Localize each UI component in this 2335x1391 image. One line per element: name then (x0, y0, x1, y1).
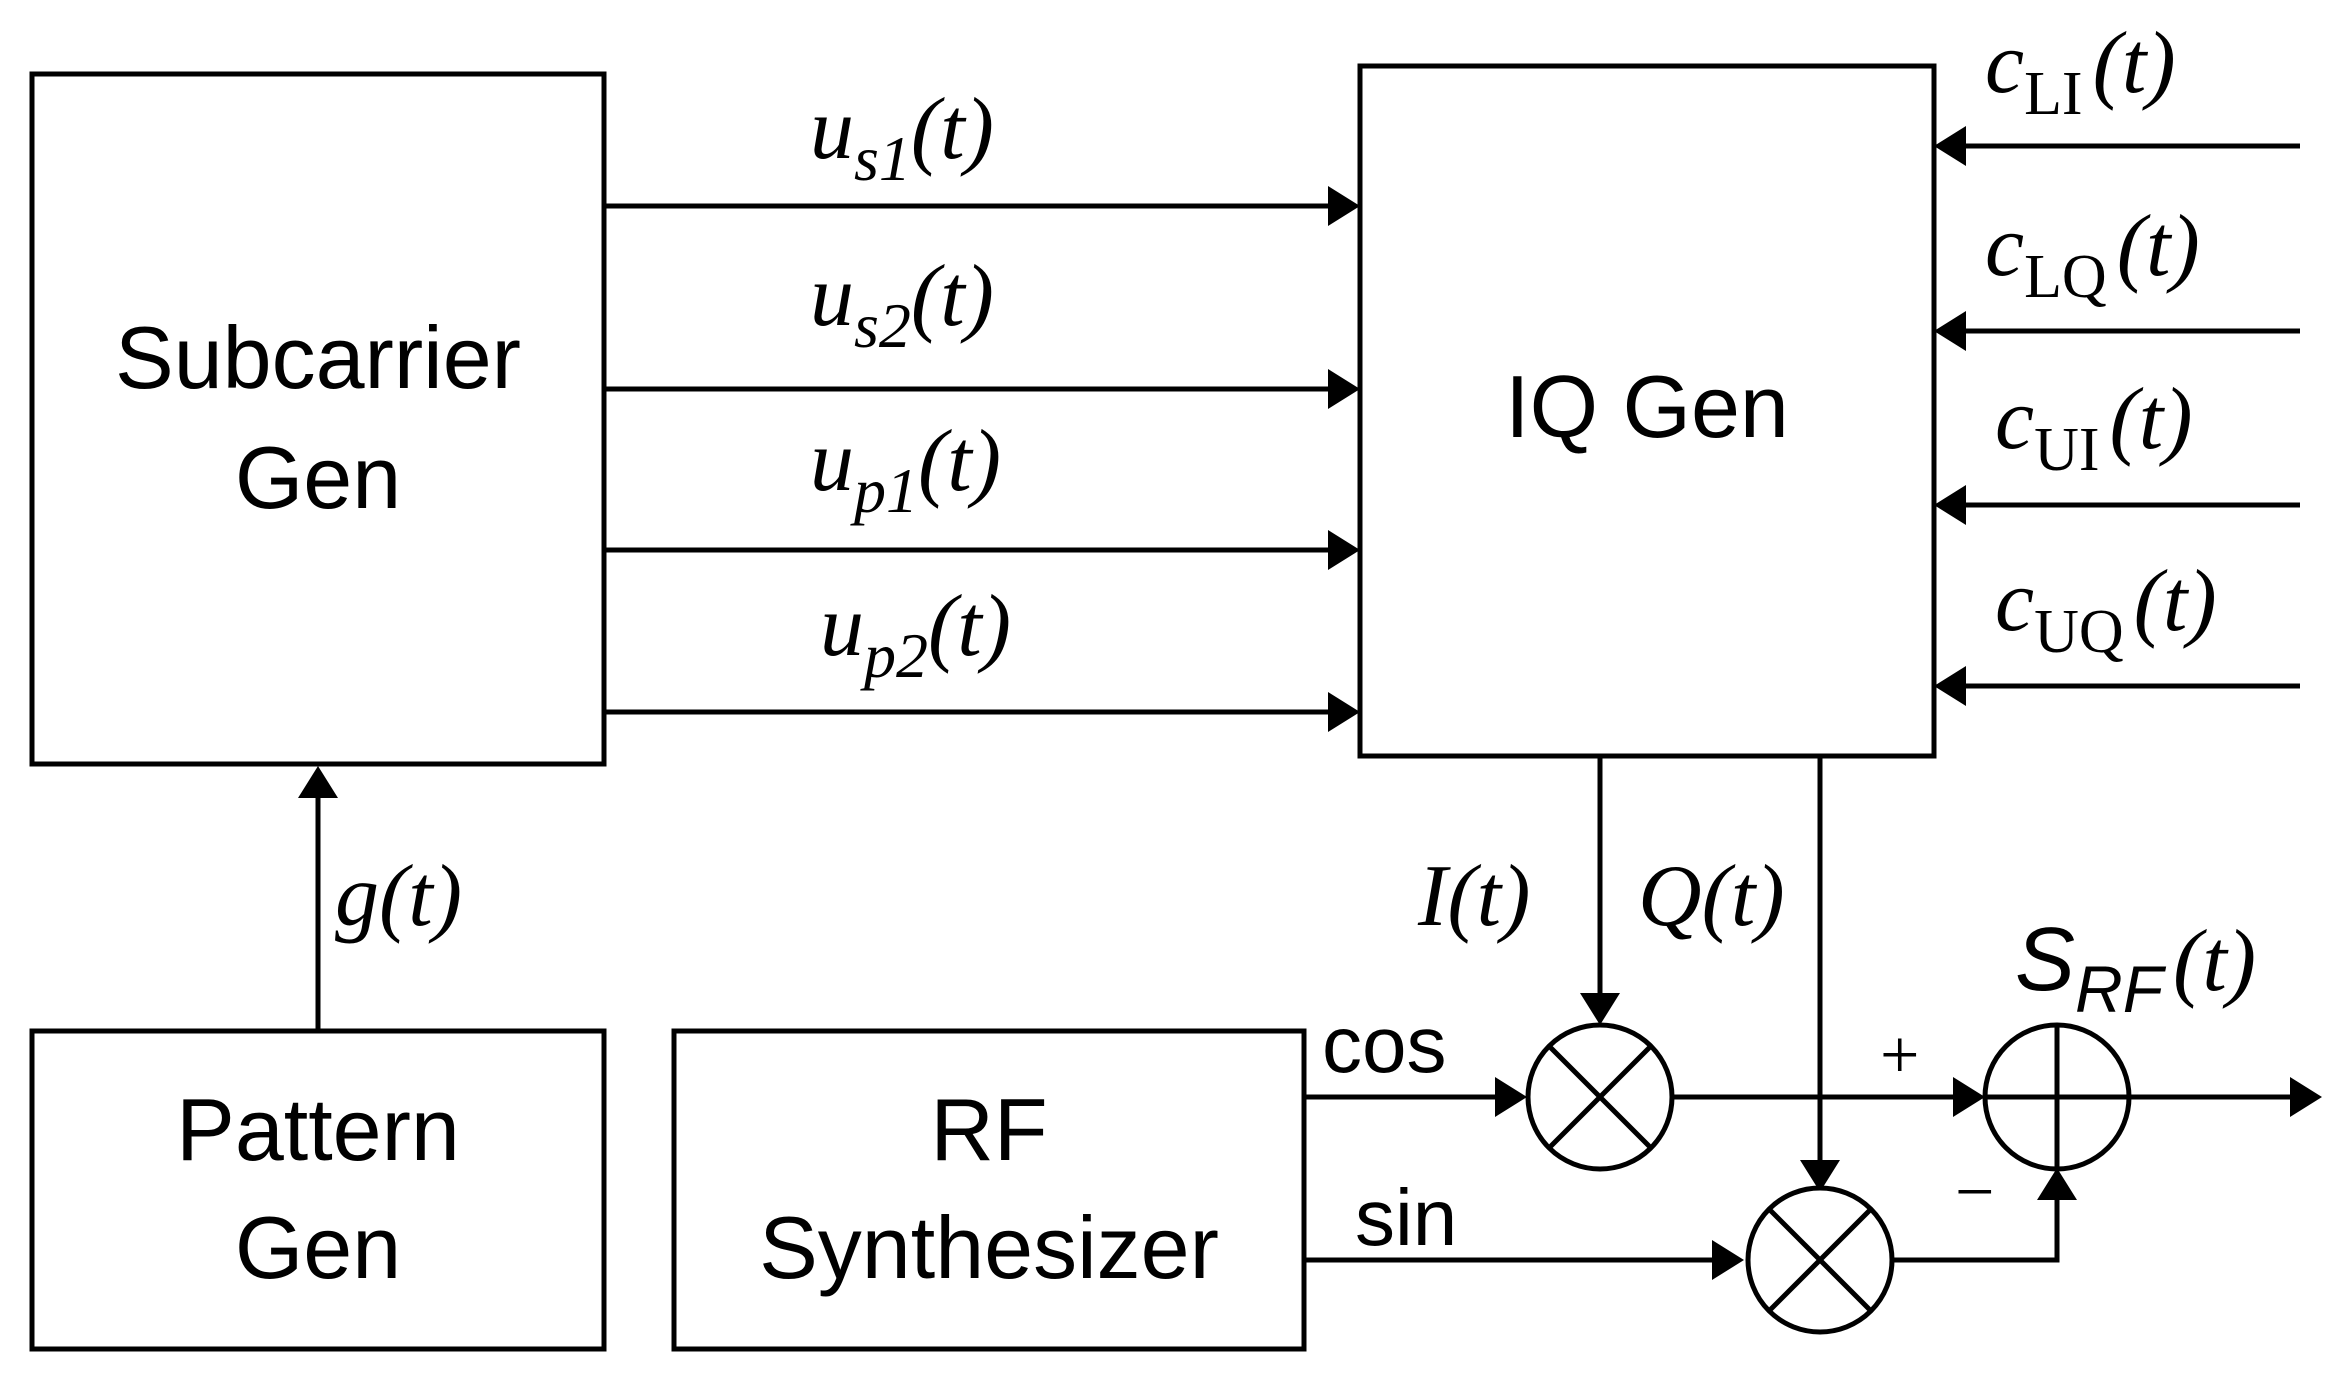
rf-synthesizer-line-2: Synthesizer (759, 1198, 1219, 1297)
mixer-q (1745, 1185, 1895, 1335)
label-minus: − (1955, 1154, 1994, 1231)
subcarrier-gen-block: Subcarrier Gen (29, 71, 607, 767)
svg-text:Pattern: Pattern (176, 1080, 460, 1179)
mixer-i (1525, 1022, 1675, 1172)
iq-gen-label: IQ Gen (1505, 357, 1789, 456)
label-up2: up2(t) (820, 578, 1011, 691)
arrow-us1 (604, 186, 1360, 226)
label-I: I(t) (1417, 848, 1530, 945)
arrow-us2 (604, 369, 1360, 409)
label-srf: SRF(t) (2015, 910, 2256, 1026)
arrow-cUI (1934, 485, 2300, 525)
label-cUI: cUI(t) (1995, 371, 2193, 484)
svg-text:RF: RF (930, 1080, 1047, 1179)
label-us1: us1(t) (810, 81, 994, 194)
arrow-up1 (604, 530, 1360, 570)
arrow-cLQ (1934, 311, 2300, 351)
adder (1982, 1022, 2132, 1172)
arrow-cos (1304, 1077, 1527, 1117)
label-us2: us2(t) (810, 248, 994, 361)
iq-gen-block: IQ Gen (1357, 63, 1937, 759)
label-cUQ: cUQ(t) (1995, 553, 2217, 666)
arrow-Q (1800, 756, 1840, 1192)
arrow-up2 (604, 692, 1360, 732)
pattern-gen-block: Pattern Gen (29, 1028, 607, 1352)
arrow-output (2129, 1077, 2322, 1117)
rf-synthesizer-line-1: RF (930, 1080, 1047, 1179)
arrow-mixer-i-to-adder (1672, 1077, 1985, 1117)
arrow-I (1580, 756, 1620, 1025)
label-cos: cos (1322, 1000, 1447, 1089)
subcarrier-gen-line-2: Gen (235, 428, 401, 527)
arrow-mixer-q-to-adder (1892, 1168, 2077, 1263)
pattern-gen-line-2: Gen (235, 1198, 401, 1297)
svg-text:Gen: Gen (235, 428, 401, 527)
label-sin: sin (1355, 1173, 1457, 1262)
svg-text:Synthesizer: Synthesizer (759, 1198, 1219, 1297)
arrow-cUQ (1934, 666, 2300, 706)
label-plus: + (1880, 1017, 1919, 1094)
arrow-sin (1304, 1240, 1744, 1280)
arrow-g (298, 766, 338, 1031)
arrow-cLI (1934, 126, 2300, 166)
subcarrier-gen-line-1: Subcarrier (115, 308, 521, 407)
rf-synthesizer-block: RF Synthesizer (671, 1028, 1307, 1352)
label-up1: up1(t) (810, 413, 1001, 526)
label-Q: Q(t) (1638, 848, 1785, 945)
pattern-gen-line-1: Pattern (176, 1080, 460, 1179)
label-g: g(t) (335, 848, 462, 945)
svg-text:IQ Gen: IQ Gen (1505, 357, 1789, 456)
svg-text:Subcarrier: Subcarrier (115, 308, 521, 407)
svg-text:Gen: Gen (235, 1198, 401, 1297)
label-cLQ: cLQ(t) (1985, 198, 2200, 311)
label-cLI: cLI(t) (1985, 15, 2176, 128)
